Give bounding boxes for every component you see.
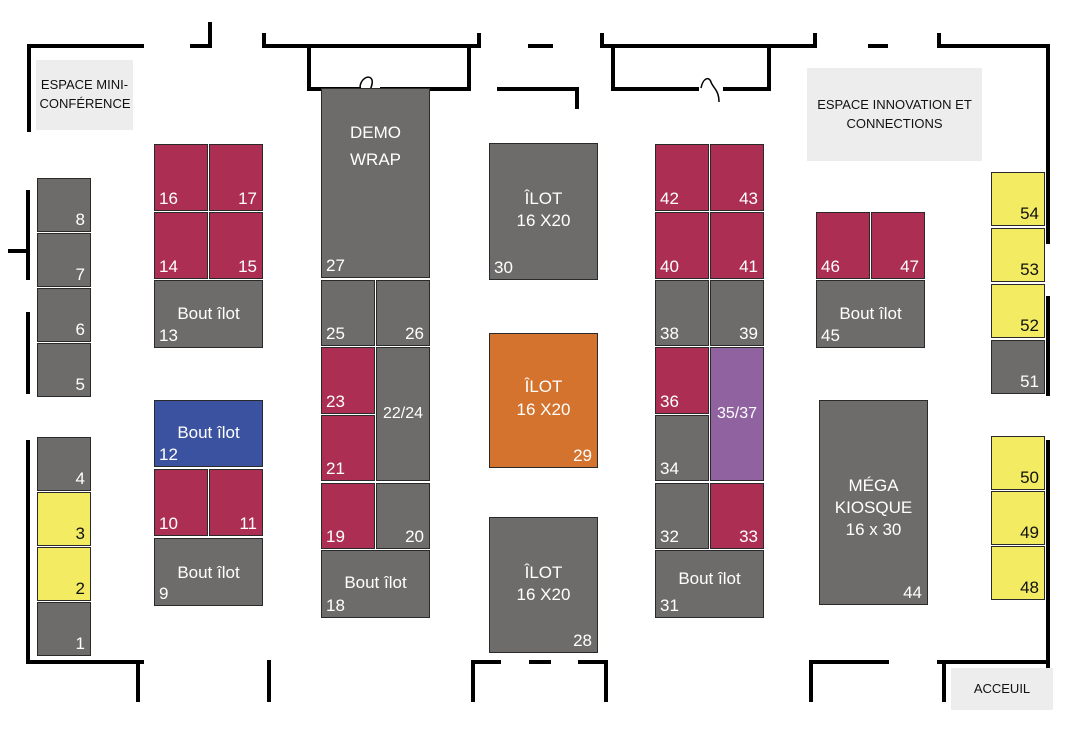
booth-27[interactable]: DEMO WRAP 27 (321, 88, 430, 278)
mega-kiosque-line3: 16 x 30 (845, 520, 902, 539)
ilot-line2: 16 X20 (516, 400, 571, 419)
booth-35-37-label: 35/37 (716, 405, 758, 422)
innovation-area: ESPACE INNOVATION ET CONNECTIONS (807, 68, 982, 161)
mini-conference-label: ESPACE MINI-CONFÉRENCE (39, 77, 131, 111)
bout-ilot-label: Bout îlot (839, 304, 902, 323)
booth-50[interactable]: 50 (991, 436, 1045, 490)
booth-17[interactable]: 17 (209, 144, 263, 211)
booth-52[interactable]: 52 (991, 284, 1045, 338)
booth-7[interactable]: 7 (37, 233, 91, 287)
booth-36[interactable]: 36 (655, 347, 709, 414)
ilot-line1: ÎLOT (524, 189, 563, 208)
mini-conference-area: ESPACE MINI-CONFÉRENCE (36, 60, 133, 130)
booth-5[interactable]: 5 (37, 343, 91, 397)
booth-11[interactable]: 11 (209, 469, 263, 536)
booth-39[interactable]: 39 (710, 280, 764, 346)
booth-41[interactable]: 41 (710, 212, 764, 279)
booth-10[interactable]: 10 (154, 469, 208, 536)
booth-32[interactable]: 32 (655, 483, 709, 549)
booth-38[interactable]: 38 (655, 280, 709, 346)
door-icon (700, 77, 720, 103)
bout-ilot-label: Bout îlot (177, 304, 240, 323)
booth-22-24-label: 22/24 (382, 405, 424, 422)
booth-12[interactable]: Bout îlot 12 (154, 400, 263, 467)
booth-15[interactable]: 15 (209, 212, 263, 279)
booth-19[interactable]: 19 (321, 483, 375, 549)
booth-51[interactable]: 51 (991, 340, 1045, 394)
booth-29[interactable]: ÎLOT 16 X20 29 (489, 333, 598, 468)
reception-label: ACCEUIL (973, 680, 1031, 696)
booth-34[interactable]: 34 (655, 415, 709, 481)
bout-ilot-label: Bout îlot (177, 423, 240, 442)
booth-42[interactable]: 42 (655, 144, 709, 211)
bout-ilot-label: Bout îlot (177, 563, 240, 582)
innovation-label: ESPACE INNOVATION ET CONNECTIONS (817, 96, 972, 131)
ilot-line2: 16 X20 (516, 585, 571, 604)
booth-46[interactable]: 46 (816, 212, 870, 279)
booth-48[interactable]: 48 (991, 546, 1045, 600)
booth-1[interactable]: 1 (37, 602, 91, 656)
booth-31[interactable]: Bout îlot 31 (655, 550, 764, 618)
booth-6[interactable]: 6 (37, 288, 91, 342)
booth-28[interactable]: ÎLOT 16 X20 28 (489, 517, 598, 653)
booth-40[interactable]: 40 (655, 212, 709, 279)
booth-18[interactable]: Bout îlot 18 (321, 550, 430, 618)
booth-3[interactable]: 3 (37, 492, 91, 546)
bout-ilot-label: Bout îlot (678, 569, 741, 588)
demo-wrap-line2: WRAP (350, 150, 401, 169)
ilot-line1: ÎLOT (524, 563, 563, 582)
demo-wrap-line1: DEMO (350, 123, 401, 142)
booth-14[interactable]: 14 (154, 212, 208, 279)
booth-4[interactable]: 4 (37, 437, 91, 491)
booth-16[interactable]: 16 (154, 144, 208, 211)
booth-33[interactable]: 33 (710, 483, 764, 549)
bout-ilot-label: Bout îlot (344, 573, 407, 592)
ilot-line2: 16 X20 (516, 211, 571, 230)
booth-45[interactable]: Bout îlot 45 (816, 280, 925, 348)
booth-47[interactable]: 47 (871, 212, 925, 279)
booth-44[interactable]: MÉGA KIOSQUE 16 x 30 44 (819, 400, 928, 605)
booth-25[interactable]: 25 (321, 280, 375, 346)
booth-23[interactable]: 23 (321, 347, 375, 414)
ilot-line1: ÎLOT (524, 377, 563, 396)
booth-49[interactable]: 49 (991, 491, 1045, 545)
booth-26[interactable]: 26 (376, 280, 430, 346)
booth-13[interactable]: Bout îlot 13 (154, 280, 263, 348)
booth-2[interactable]: 2 (37, 547, 91, 601)
mega-kiosque-line1: MÉGA (848, 476, 899, 495)
booth-9[interactable]: Bout îlot 9 (154, 538, 263, 606)
booth-35-37[interactable]: 35/37 (710, 347, 764, 481)
booth-43[interactable]: 43 (710, 144, 764, 211)
booth-22-24[interactable]: 22/24 (376, 347, 430, 481)
booth-53[interactable]: 53 (991, 228, 1045, 282)
mega-kiosque-line2: KIOSQUE (834, 498, 913, 517)
booth-8[interactable]: 8 (37, 178, 91, 232)
booth-30[interactable]: ÎLOT 16 X20 30 (489, 143, 598, 280)
reception-area: ACCEUIL (951, 668, 1053, 710)
booth-20[interactable]: 20 (376, 483, 430, 549)
booth-54[interactable]: 54 (991, 172, 1045, 226)
booth-21[interactable]: 21 (321, 415, 375, 481)
